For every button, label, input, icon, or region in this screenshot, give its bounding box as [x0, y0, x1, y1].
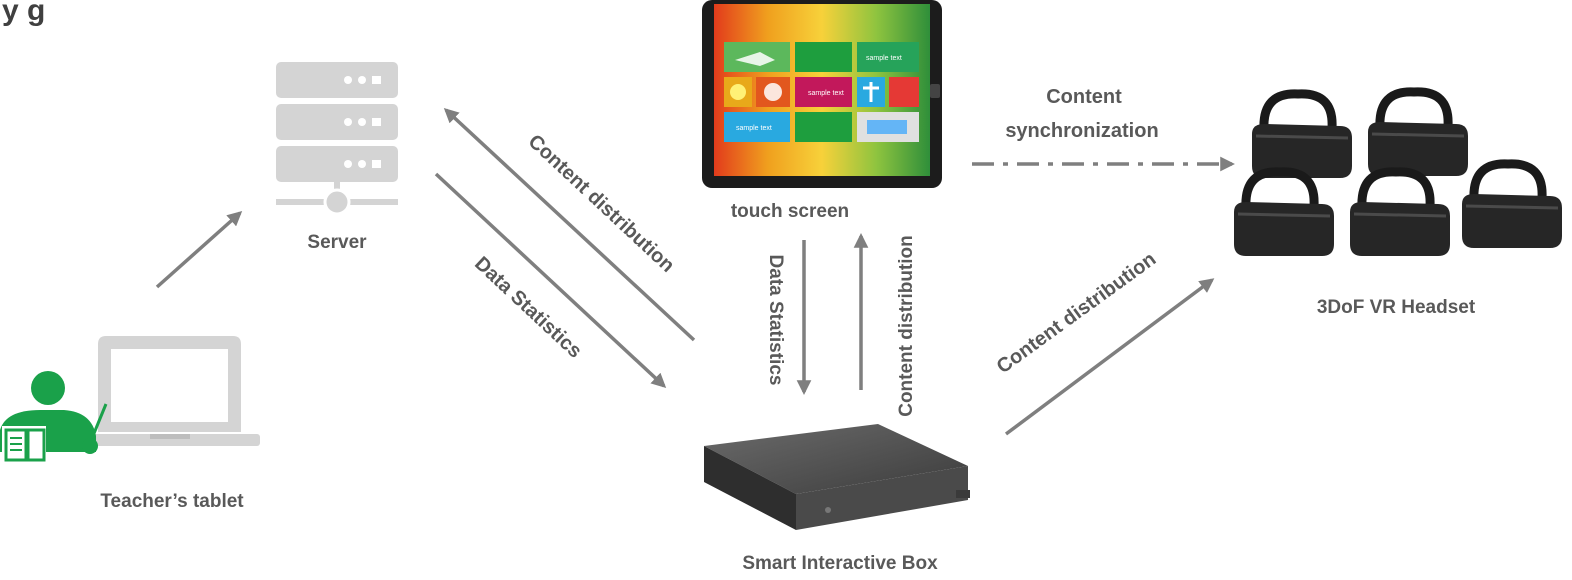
vr-headset-icons: [1234, 87, 1562, 256]
touch-screen-device: sample text sample text sample text: [702, 0, 942, 188]
tablet-icon: [2, 426, 46, 464]
edge-label-content-distribution-screen: Content distribution: [896, 235, 917, 417]
smart-box-label: Smart Interactive Box: [742, 553, 938, 574]
arrow-box-to-headset: [1004, 278, 1215, 436]
tile-sample-text-1: sample text: [866, 55, 902, 62]
touch-screen-label: touch screen: [731, 201, 849, 222]
vr-headset-label: 3DoF VR Headset: [1317, 297, 1476, 318]
arrow-box-to-server: [443, 108, 696, 342]
edge-label-content-distribution-headset: Content distribution: [993, 248, 1161, 378]
edge-label-data-statistics-server: Data Statistics: [470, 253, 586, 363]
tile-sample-text-3: sample text: [736, 125, 772, 132]
page-title-fragment: y g: [2, 0, 45, 27]
edge-label-content-sync-line1: Content: [1046, 86, 1122, 108]
smart-box-device: [704, 424, 970, 530]
server-icon: [276, 62, 398, 216]
arrow-teacher-to-server: [155, 211, 243, 289]
teacher-tablet-label: Teacher’s tablet: [100, 491, 244, 512]
server-label: Server: [307, 232, 367, 253]
arrow-server-to-box: [434, 172, 667, 389]
laptop-icon: [80, 336, 260, 446]
tile-sample-text-2: sample text: [808, 90, 844, 97]
edge-label-content-sync-line2: synchronization: [1005, 120, 1158, 142]
edge-label-data-statistics-screen: Data Statistics: [765, 255, 786, 386]
